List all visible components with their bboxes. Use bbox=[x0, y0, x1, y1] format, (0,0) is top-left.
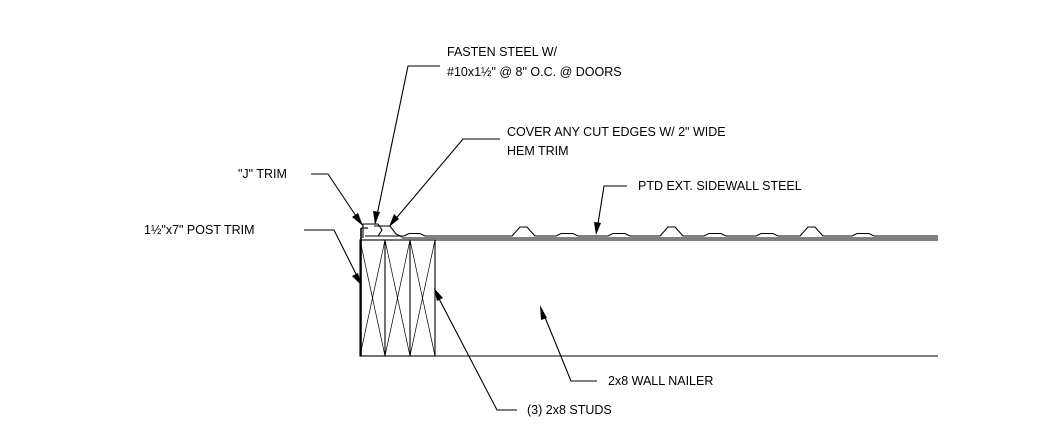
j-trim-label: "J" TRIM bbox=[238, 167, 287, 181]
sidewall-steel-label: PTD EXT. SIDEWALL STEEL bbox=[638, 179, 802, 193]
studs bbox=[359, 239, 436, 357]
fasten-steel-leader bbox=[373, 65, 440, 225]
arrowhead-icon bbox=[540, 305, 547, 320]
arrowhead-icon bbox=[352, 213, 363, 226]
post-trim-label: 1½"x7" POST TRIM bbox=[144, 223, 255, 237]
wall-nailer bbox=[360, 239, 938, 357]
post-trim bbox=[360, 227, 368, 356]
arrowhead-icon bbox=[389, 214, 399, 227]
post-trim-leader bbox=[304, 229, 362, 286]
sidewall-steel-panel bbox=[365, 226, 938, 239]
arrowhead-icon bbox=[434, 288, 443, 301]
fasten-steel-label-line2: #10x1½" @ 8" O.C. @ DOORS bbox=[447, 65, 622, 79]
wall-nailer-label: 2x8 WALL NAILER bbox=[608, 374, 713, 388]
studs-label: (3) 2x8 STUDS bbox=[527, 403, 612, 417]
cover-edges-label-line1: COVER ANY CUT EDGES W/ 2" WIDE bbox=[507, 125, 726, 139]
wall-nailer-leader bbox=[540, 305, 597, 382]
arrowhead-icon bbox=[373, 211, 380, 225]
j-trim-leader bbox=[311, 173, 363, 226]
cover-edges-label-line2: HEM TRIM bbox=[507, 144, 569, 158]
fasten-steel-label-line1: FASTEN STEEL W/ bbox=[447, 45, 558, 59]
arrowhead-icon bbox=[352, 273, 362, 286]
sidewall-steel-leader bbox=[594, 185, 627, 235]
hem-trim-leader bbox=[389, 138, 500, 227]
arrowhead-icon bbox=[594, 222, 601, 235]
studs-leader bbox=[434, 288, 517, 411]
